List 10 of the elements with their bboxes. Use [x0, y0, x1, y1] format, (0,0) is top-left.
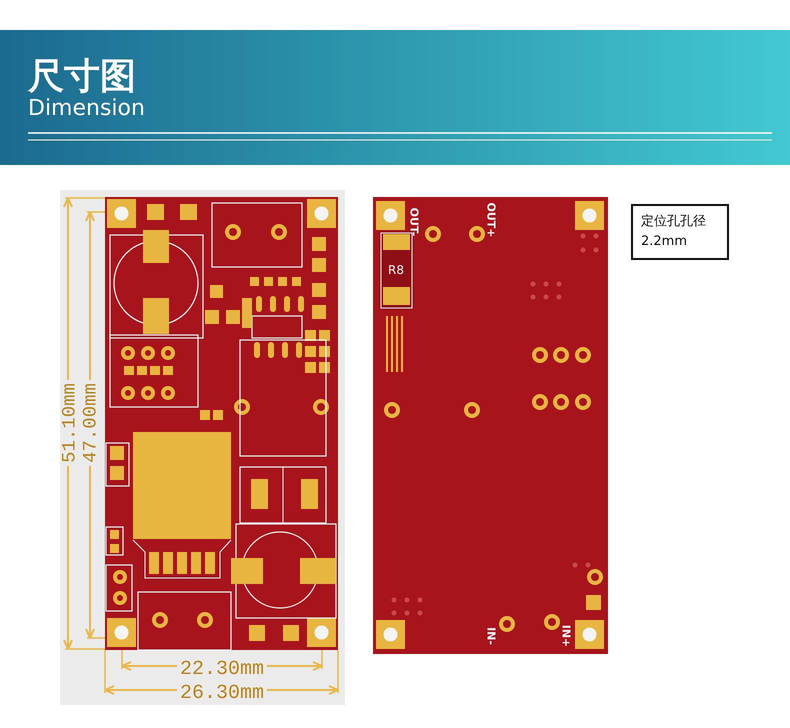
pin-label: OUT+: [486, 202, 496, 238]
pin-label: OUT-: [408, 208, 420, 236]
pin-label: IN-: [486, 627, 496, 645]
pin-label: IN+: [560, 624, 572, 648]
component-label: R8: [388, 264, 404, 276]
subtitle: Dimension: [28, 98, 145, 120]
note-text: 定位孔孔径: [641, 213, 707, 231]
title: 尺寸图: [28, 55, 136, 98]
note-box: [631, 204, 729, 260]
note-text: 2.2mm: [641, 233, 688, 251]
